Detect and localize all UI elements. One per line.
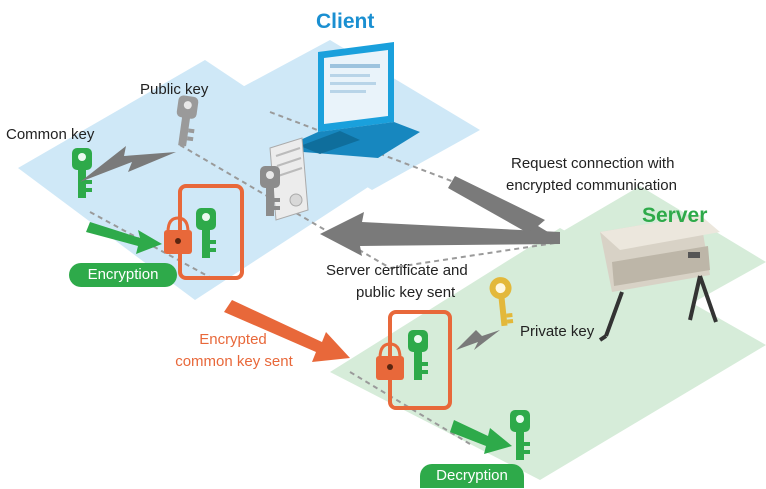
common-key-label: Common key	[6, 126, 95, 143]
decrypted-key-icon	[510, 410, 530, 460]
server-title: Server	[642, 204, 708, 227]
arrow-encryption	[86, 222, 162, 254]
encryption-pill: Encryption	[69, 263, 177, 287]
arrow-decryption	[450, 420, 512, 454]
public-key-label: Public key	[140, 81, 209, 98]
public-key-icon	[172, 94, 199, 148]
arrow-public-key	[80, 146, 176, 182]
cert-label-line1: Server certificate and	[326, 262, 468, 279]
arrow-request	[448, 176, 558, 238]
decryption-pill: Decryption	[420, 464, 524, 488]
cert-label-line2: public key sent	[356, 284, 456, 301]
client-title: Client	[316, 10, 375, 33]
dashed-path-3	[89, 211, 216, 281]
encrypted-label-line2: common key sent	[175, 353, 293, 370]
request-label-line1: Request connection with	[511, 155, 675, 172]
arrow-encrypted-sent	[224, 300, 350, 362]
certificate-key-icon	[260, 166, 280, 216]
server-lock-icon	[376, 342, 404, 380]
dashed-path-1	[179, 144, 556, 270]
dashed-paths	[89, 111, 556, 445]
arrow-private-key	[456, 330, 500, 350]
printer-icon	[598, 215, 720, 342]
private-key-label: Private key	[520, 323, 595, 340]
encrypted-label-line1: Encrypted	[199, 331, 267, 348]
laptop-icon	[278, 42, 420, 158]
request-label-line2: encrypted communication	[506, 177, 677, 194]
server-green-key-icon	[408, 330, 428, 380]
arrow-certificate	[320, 212, 560, 256]
client-lock-icon	[164, 216, 192, 254]
client-green-key-icon	[196, 208, 216, 258]
private-key-icon	[489, 277, 514, 327]
common-key-icon	[72, 148, 92, 198]
